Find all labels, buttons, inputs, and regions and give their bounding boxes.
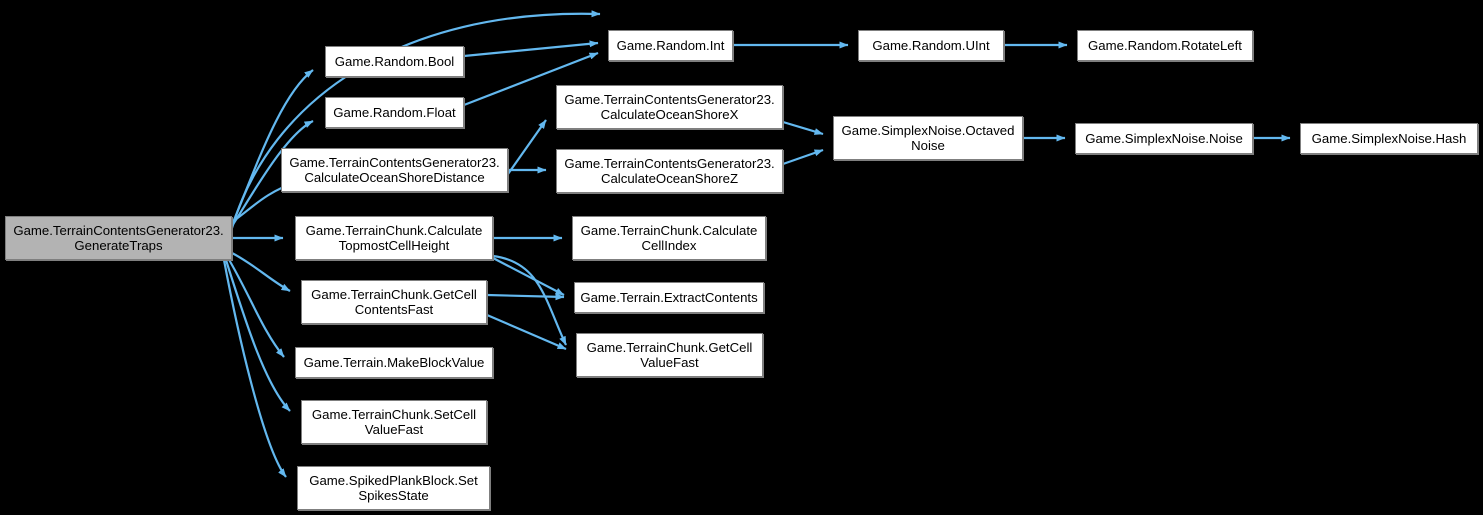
graph-node-calc_ocean_shore_x[interactable]: Game.TerrainContentsGenerator23. Calcula… <box>556 85 783 129</box>
call-edge <box>782 148 824 166</box>
graph-node-set_cell_value_fast[interactable]: Game.TerrainChunk.SetCell ValueFast <box>301 400 487 444</box>
call-edge <box>507 119 547 175</box>
graph-node-simplex_noise[interactable]: Game.SimplexNoise.Noise <box>1075 123 1253 154</box>
graph-node-calc_ocean_shore_distance[interactable]: Game.TerrainContentsGenerator23. Calcula… <box>281 148 508 192</box>
graph-node-calc_topmost_cell_height[interactable]: Game.TerrainChunk.Calculate TopmostCellH… <box>295 216 493 260</box>
graph-node-random_uint[interactable]: Game.Random.UInt <box>858 30 1004 61</box>
call-edge <box>486 293 565 301</box>
graph-node-set_spikes_state[interactable]: Game.SpikedPlankBlock.Set SpikesState <box>297 466 490 510</box>
graph-node-extract_contents[interactable]: Game.Terrain.ExtractContents <box>574 282 764 313</box>
graph-node-random_float[interactable]: Game.Random.Float <box>325 97 464 128</box>
graph-node-calc_ocean_shore_z[interactable]: Game.TerrainContentsGenerator23. Calcula… <box>556 149 783 193</box>
graph-node-rotate_left[interactable]: Game.Random.RotateLeft <box>1077 30 1253 61</box>
graph-node-get_cell_value_fast[interactable]: Game.TerrainChunk.GetCell ValueFast <box>576 333 763 377</box>
graph-node-generate_traps[interactable]: Game.TerrainContentsGenerator23. Generat… <box>5 216 232 260</box>
call-edge <box>492 254 567 346</box>
call-edge <box>492 257 565 296</box>
call-edge <box>463 40 599 58</box>
call-edge <box>227 257 285 358</box>
graph-node-calc_cell_index[interactable]: Game.TerrainChunk.Calculate CellIndex <box>572 216 766 260</box>
graph-node-random_bool[interactable]: Game.Random.Bool <box>325 46 464 77</box>
call-edge <box>224 259 291 412</box>
call-edge <box>222 259 287 478</box>
call-edge <box>231 252 291 292</box>
graph-node-random_int[interactable]: Game.Random.Int <box>608 30 733 61</box>
graph-node-make_block_value[interactable]: Game.Terrain.MakeBlockValue <box>295 347 493 378</box>
call-edge <box>486 313 567 351</box>
graph-node-simplex_hash[interactable]: Game.SimplexNoise.Hash <box>1300 123 1478 154</box>
graph-node-octaved_noise[interactable]: Game.SimplexNoise.Octaved Noise <box>833 116 1023 160</box>
graph-node-get_cell_contents_fast[interactable]: Game.TerrainChunk.GetCell ContentsFast <box>301 280 487 324</box>
call-edge <box>782 120 824 136</box>
